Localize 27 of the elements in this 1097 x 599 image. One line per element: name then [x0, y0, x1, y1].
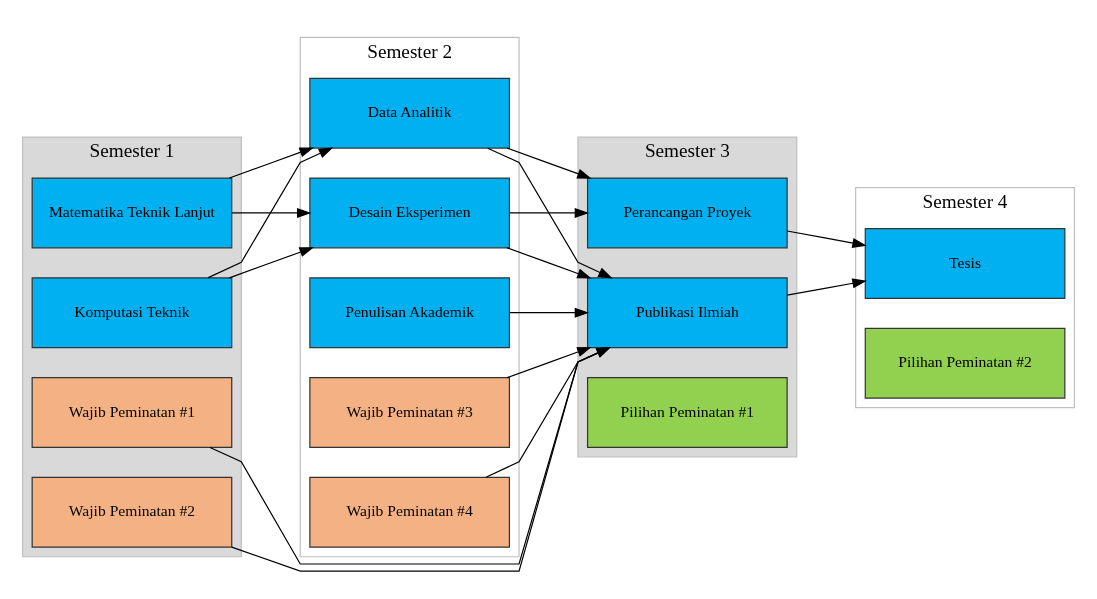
arrow — [228, 147, 314, 179]
arrow — [231, 207, 312, 218]
node-box: Komputasi Teknik — [31, 277, 233, 349]
node-box: Publikasi Ilmiah — [586, 277, 788, 349]
arrow — [786, 278, 867, 296]
node-box: Wajib Peminatan #4 — [309, 476, 511, 548]
node-box: Wajib Peminatan #1 — [31, 377, 233, 448]
arrow — [508, 307, 590, 318]
arrow — [786, 230, 867, 248]
arrow — [508, 207, 590, 218]
node-box: Perancangan Proyek — [586, 177, 788, 249]
arrow — [228, 247, 314, 279]
arrow — [487, 147, 613, 279]
node-box: Penulisan Akademik — [309, 277, 511, 349]
arrow — [485, 347, 611, 478]
node-box: Desain Eksperimen — [309, 177, 511, 249]
node-box: Data Analitik — [309, 77, 511, 149]
node-box: Tesis — [864, 227, 1066, 299]
arrow — [506, 347, 592, 379]
node-box: Wajib Peminatan #3 — [309, 377, 511, 448]
node-box: Wajib Peminatan #2 — [31, 476, 233, 548]
arrow — [506, 147, 592, 179]
arrow — [207, 147, 334, 279]
arrow — [506, 247, 592, 279]
node-box: Pilihan Peminatan #2 — [864, 327, 1066, 399]
node-box: Matematika Teknik Lanjut — [31, 177, 233, 249]
node-box: Pilihan Peminatan #1 — [586, 377, 788, 448]
